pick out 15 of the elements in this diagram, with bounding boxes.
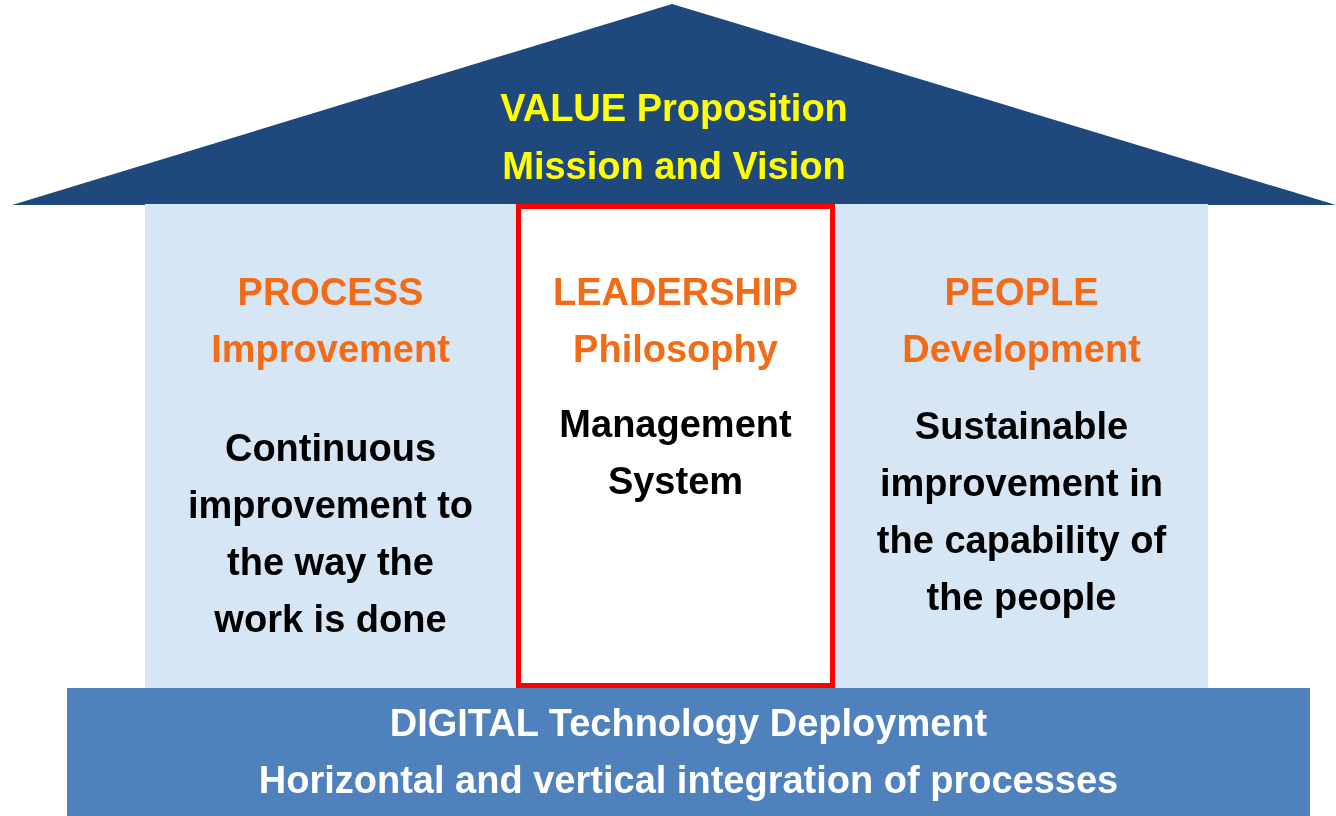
- pillar-description: Sustainable improvement in the capability of the people: [875, 404, 1168, 620]
- pillar-panel: [835, 204, 1208, 688]
- pillar-description: Management System: [558, 402, 793, 504]
- roof-subheading: Mission and Vision: [502, 144, 846, 189]
- pillar-description: Continuous improvement to the way the work is done: [186, 426, 474, 642]
- roof-heading: VALUE Proposition: [500, 86, 848, 131]
- foundation-heading: DIGITAL Technology Deployment: [389, 701, 988, 746]
- roof-triangle: [12, 4, 1336, 205]
- pillar-panel: [145, 204, 516, 688]
- foundation-bar: [67, 688, 1310, 816]
- pillar-heading: LEADERSHIP Philosophy: [552, 270, 799, 372]
- foundation-subheading: Horizontal and vertical integration of processes: [258, 758, 1119, 803]
- highlighted-pillar-panel: [516, 204, 835, 688]
- pillar-heading: PEOPLE Development: [901, 270, 1142, 372]
- pillar-heading: PROCESS Improvement: [210, 270, 451, 372]
